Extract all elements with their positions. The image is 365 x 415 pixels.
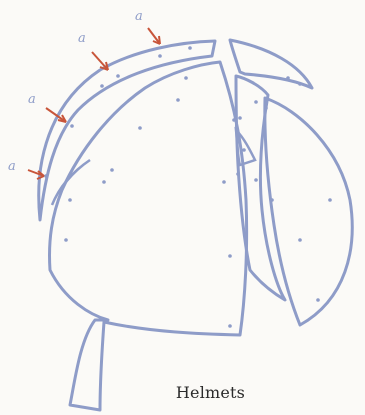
- rivet-dots: [44, 46, 332, 328]
- left-panel-with-nasal: [50, 62, 247, 410]
- rivet-dot: [228, 254, 232, 258]
- rivet-dot: [254, 100, 258, 104]
- rivet-dot: [222, 180, 226, 184]
- callout-3: a: [78, 31, 108, 70]
- rivet-dot: [242, 148, 246, 152]
- figure-caption: Helmets: [28, 383, 365, 402]
- rivet-dot: [102, 180, 106, 184]
- rivet-dot: [70, 124, 74, 128]
- top-right-crown-panel: [230, 40, 312, 88]
- rivet-dot: [238, 116, 242, 120]
- rivet-dot: [286, 76, 290, 80]
- rivet-dot: [44, 174, 48, 178]
- rivet-dot: [138, 126, 142, 130]
- rivet-dot: [298, 238, 302, 242]
- callout-label: a: [8, 159, 16, 174]
- rivet-dot: [110, 168, 114, 172]
- rivet-dot: [100, 84, 104, 88]
- rivet-dot: [68, 198, 72, 202]
- rivet-dot: [264, 106, 268, 110]
- rivet-dot: [184, 76, 188, 80]
- rivet-dot: [270, 198, 274, 202]
- rivet-dot: [236, 172, 240, 176]
- callout-2: a: [28, 92, 66, 122]
- right-center-panel: [236, 76, 285, 300]
- rivet-dot: [316, 298, 320, 302]
- rivet-dot: [298, 82, 302, 86]
- rivet-dot: [232, 118, 236, 122]
- rivet-dot: [116, 74, 120, 78]
- callout-label: a: [28, 92, 36, 107]
- right-outer-panel: [265, 98, 352, 325]
- callout-label: a: [78, 31, 86, 46]
- rivet-dot: [328, 198, 332, 202]
- rivet-dot: [64, 238, 68, 242]
- callout-4: a: [135, 9, 160, 44]
- rivet-dot: [188, 46, 192, 50]
- rivet-dot: [228, 324, 232, 328]
- rivet-dot: [176, 98, 180, 102]
- rivet-dot: [158, 54, 162, 58]
- rivet-dot: [254, 178, 258, 182]
- callout-label: a: [135, 9, 143, 24]
